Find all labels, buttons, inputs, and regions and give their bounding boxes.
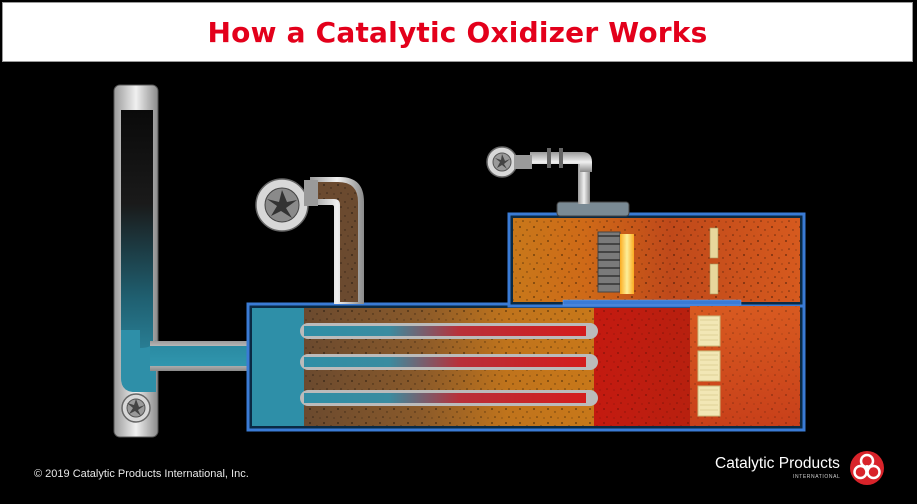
contaminated-air-duct	[310, 177, 364, 304]
brand-logo-block: Catalytic Products INTERNATIONAL	[715, 448, 905, 488]
process-fan-icon	[255, 178, 318, 232]
preheat-chamber	[513, 218, 800, 302]
brand-name: Catalytic Products	[715, 455, 840, 472]
chamber-divider	[562, 299, 742, 306]
heat-exchanger-tubes	[300, 323, 598, 406]
brand-subtitle: INTERNATIONAL	[793, 474, 841, 480]
title-bar: How a Catalytic Oxidizer Works	[2, 2, 913, 62]
exhaust-stack	[113, 84, 159, 438]
exhaust-fan-icon	[121, 393, 151, 423]
combustion-blower-icon	[486, 146, 532, 178]
clean-air-plenum	[252, 308, 304, 426]
blower-pipe	[530, 148, 630, 217]
copyright-notice: © 2019 Catalytic Products International,…	[34, 468, 249, 480]
upper-grid	[709, 227, 719, 295]
hot-chamber	[594, 308, 690, 426]
page-title: How a Catalytic Oxidizer Works	[207, 15, 708, 49]
clean-air-duct	[150, 341, 254, 371]
trefoil-logo-icon	[850, 451, 884, 485]
burner-icon	[597, 231, 634, 294]
oxidizer-diagram	[113, 84, 806, 438]
catalyst-bed	[697, 315, 721, 417]
